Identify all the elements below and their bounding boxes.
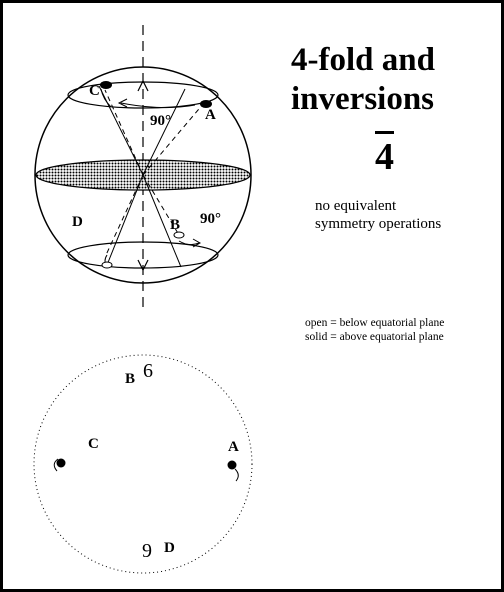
projection-tail-a — [234, 468, 239, 482]
rotation-arc-upper — [120, 102, 196, 109]
sphere-angle-lower: 90° — [200, 211, 221, 227]
construction-line — [142, 102, 205, 176]
sphere-outline — [34, 66, 252, 284]
rotation-arrowhead — [117, 98, 128, 108]
legend: open = below equatorial plane solid = ab… — [305, 316, 444, 344]
cone-line — [106, 174, 144, 266]
projection-point-c-solid — [56, 458, 66, 468]
projection-label-c: C — [88, 436, 99, 452]
sphere-angle-upper: 90° — [150, 113, 171, 129]
diagram-canvas — [33, 25, 253, 574]
legend-open: open = below equatorial plane — [305, 317, 445, 329]
rotation-arc-upper-2 — [100, 88, 112, 108]
sphere-label-b: B — [170, 217, 181, 233]
projection-label-d: D — [164, 540, 175, 556]
sphere-label-c: C — [89, 83, 100, 99]
construction-line — [142, 174, 180, 236]
marker-a-solid — [200, 100, 212, 108]
cone-line — [142, 88, 186, 176]
description-text: no equivalent symmetry operations — [315, 198, 442, 232]
marker-b-open — [173, 231, 185, 239]
sphere-label-d: D — [72, 214, 83, 230]
projection-point-d-open: 9 — [142, 540, 152, 562]
lower-small-circle — [67, 241, 219, 269]
axis-arrow-down — [137, 259, 149, 272]
projection-circle — [33, 354, 253, 574]
projection-point-b-open: 6 — [143, 360, 153, 382]
projection-point-a-solid — [227, 460, 237, 470]
projection-label-b: B — [125, 371, 136, 387]
figure-title: 4-fold and inversions — [291, 42, 435, 117]
cone-line — [142, 174, 182, 268]
sphere-label-a: A — [205, 107, 216, 123]
construction-line — [105, 174, 144, 256]
construction-line — [104, 89, 144, 176]
rotation-arrowhead — [192, 238, 202, 248]
projection-label-a: A — [228, 439, 239, 455]
marker-c-solid — [100, 81, 112, 89]
marker-d-open — [101, 261, 113, 269]
legend-solid: solid = above equatorial plane — [305, 331, 444, 343]
rotoinversion-symbol: 4 — [375, 131, 394, 178]
rotation-arc-lower — [178, 240, 200, 246]
axis-arrow-up — [137, 79, 149, 92]
projection-tail-c — [53, 458, 59, 472]
